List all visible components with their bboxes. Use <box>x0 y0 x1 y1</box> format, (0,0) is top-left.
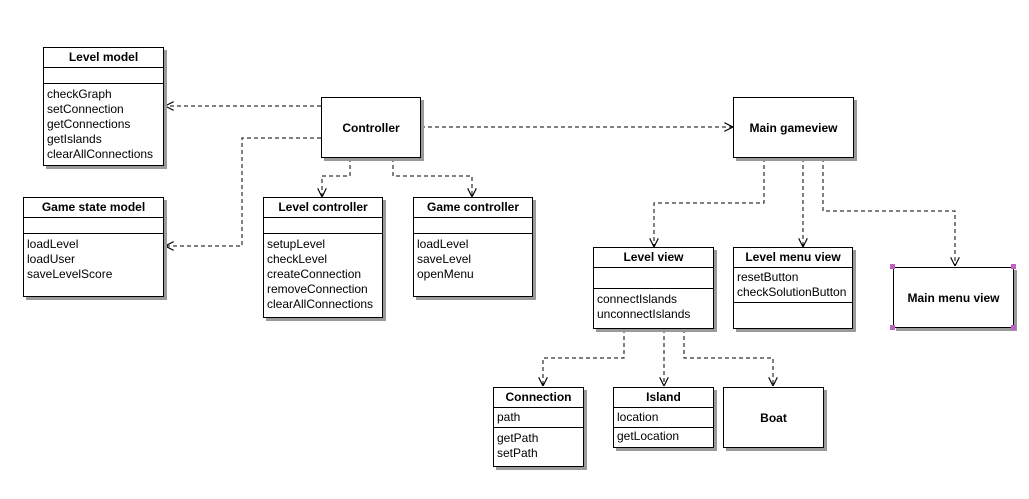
operation: saveLevel <box>417 252 472 266</box>
class-name: Game state model <box>24 198 163 218</box>
attributes-compartment: location <box>614 408 713 428</box>
operation: setConnection <box>47 102 124 116</box>
operation: loadUser <box>27 252 76 266</box>
attribute: resetButton <box>737 270 799 284</box>
attribute: path <box>497 410 521 424</box>
operation: unconnectIslands <box>597 307 691 321</box>
class-name: Island <box>614 388 713 408</box>
attributes-compartment <box>24 218 163 234</box>
operation: getIslands <box>47 132 102 146</box>
class-game-controller[interactable]: Game controller loadLevel saveLevel open… <box>413 197 533 297</box>
class-level-controller[interactable]: Level controller setupLevel checkLevel c… <box>263 197 383 318</box>
dependency-controller-to-game-controller <box>392 158 472 197</box>
operations-compartment: getPath setPath <box>494 428 583 464</box>
selection-handle-top-right[interactable] <box>1011 264 1016 269</box>
selection-handle-bottom-left[interactable] <box>890 325 895 330</box>
operation: checkLevel <box>267 252 328 266</box>
class-name: Level view <box>594 248 713 268</box>
operations-compartment: getLocation <box>614 428 713 447</box>
dependency-main-gameview-to-main-menu-view <box>822 158 955 266</box>
class-name: Controller <box>342 120 400 135</box>
class-level-menu-view[interactable]: Level menu view resetButton checkSolutio… <box>733 247 853 329</box>
operation: loadLevel <box>417 237 469 251</box>
operation: checkGraph <box>47 87 112 101</box>
operation: getConnections <box>47 117 131 131</box>
operations-compartment: checkGraph setConnection getConnections … <box>44 84 163 165</box>
class-name: Boat <box>760 410 787 425</box>
operation: getPath <box>497 431 539 445</box>
attributes-compartment <box>594 268 713 289</box>
operations-compartment <box>734 303 852 315</box>
operation: getLocation <box>617 429 680 443</box>
class-name: Game controller <box>414 198 532 218</box>
dependency-main-gameview-to-level-view <box>654 158 765 247</box>
selection-handle-top-left[interactable] <box>890 264 895 269</box>
attribute: location <box>617 410 659 424</box>
operation: createConnection <box>267 267 362 281</box>
class-controller[interactable]: Controller <box>321 97 421 158</box>
dependency-level-view-to-boat <box>683 329 773 386</box>
selection-handle-bottom-right[interactable] <box>1011 325 1016 330</box>
class-level-view[interactable]: Level view connectIslands unconnectIslan… <box>593 247 714 329</box>
class-main-menu-view[interactable]: Main menu view <box>893 267 1014 328</box>
attribute: checkSolutionButton <box>737 285 847 299</box>
class-boat[interactable]: Boat <box>723 387 824 448</box>
operations-compartment: connectIslands unconnectIslands <box>594 289 713 325</box>
dependency-controller-to-level-controller <box>322 158 351 197</box>
operations-compartment: setupLevel checkLevel createConnection r… <box>264 234 382 315</box>
class-game-state-model[interactable]: Game state model loadLevel loadUser save… <box>23 197 164 297</box>
operation: setupLevel <box>267 237 326 251</box>
operation: openMenu <box>417 267 474 281</box>
operation: setPath <box>497 446 538 460</box>
class-name: Level model <box>44 48 163 68</box>
operation: removeConnection <box>267 282 368 296</box>
class-name: Connection <box>494 388 583 408</box>
class-connection[interactable]: Connection path getPath setPath <box>493 387 584 467</box>
attributes-compartment: path <box>494 408 583 428</box>
class-level-model[interactable]: Level model checkGraph setConnection get… <box>43 47 164 166</box>
operation: connectIslands <box>597 292 678 306</box>
class-name: Main gameview <box>749 120 838 135</box>
class-name: Main menu view <box>907 290 1000 305</box>
attributes-compartment <box>264 218 382 234</box>
dependency-level-view-to-connection <box>543 329 625 386</box>
dependency-controller-to-game-state-model <box>165 137 321 246</box>
operation: loadLevel <box>27 237 79 251</box>
operation: clearAllConnections <box>267 297 374 311</box>
class-main-gameview[interactable]: Main gameview <box>733 97 854 158</box>
attributes-compartment <box>44 68 163 84</box>
class-island[interactable]: Island location getLocation <box>613 387 714 448</box>
class-name: Level controller <box>264 198 382 218</box>
operations-compartment: loadLevel loadUser saveLevelScore <box>24 234 163 285</box>
attributes-compartment <box>414 218 532 234</box>
class-name: Level menu view <box>734 248 852 268</box>
attributes-compartment: resetButton checkSolutionButton <box>734 268 852 303</box>
operations-compartment: loadLevel saveLevel openMenu <box>414 234 532 285</box>
operation: clearAllConnections <box>47 147 154 161</box>
operation: saveLevelScore <box>27 267 113 281</box>
